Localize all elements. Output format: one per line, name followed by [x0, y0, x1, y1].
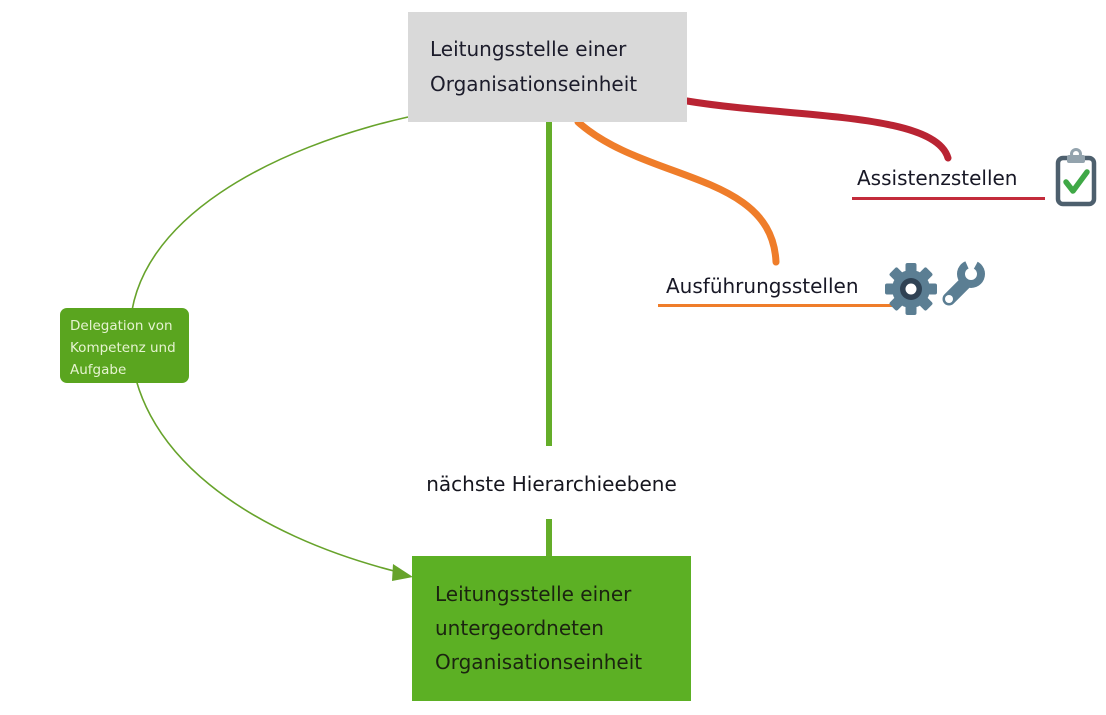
node-delegation-line: Delegation von: [70, 318, 173, 334]
edge-root-to-assistenz: [683, 97, 952, 162]
node-child-line: Organisationseinheit: [435, 650, 643, 674]
node-ausfuehrungsstellen[interactable]: Ausführungsstellen: [666, 274, 859, 298]
wrench-icon: [942, 254, 985, 306]
delegation-arrowhead-icon: [392, 564, 413, 581]
edge-root-to-ausfuehrung: [574, 118, 780, 266]
ausfuehrung-underline: [658, 304, 894, 307]
node-child-line: Leitungsstelle einer: [435, 582, 632, 606]
node-assistenzstellen[interactable]: Assistenzstellen: [857, 166, 1018, 190]
node-child[interactable]: Leitungsstelle einer untergeordneten Org…: [412, 556, 691, 701]
node-root-line: Leitungsstelle einer: [430, 37, 627, 61]
node-delegation-line: Aufgabe: [70, 362, 127, 378]
node-root[interactable]: Leitungsstelle einer Organisationseinhei…: [408, 12, 687, 122]
node-delegation-line: Kompetenz und: [70, 340, 176, 356]
gear-icon: [885, 263, 937, 315]
node-child-line: untergeordneten: [435, 616, 604, 640]
clipboard-check-icon: [1055, 148, 1097, 207]
assistenz-underline: [852, 197, 1045, 200]
node-root-line: Organisationseinheit: [430, 72, 638, 96]
hierarchy-level-label: nächste Hierarchieebene: [426, 472, 677, 496]
node-delegation[interactable]: Delegation von Kompetenz und Aufgabe: [60, 308, 189, 383]
